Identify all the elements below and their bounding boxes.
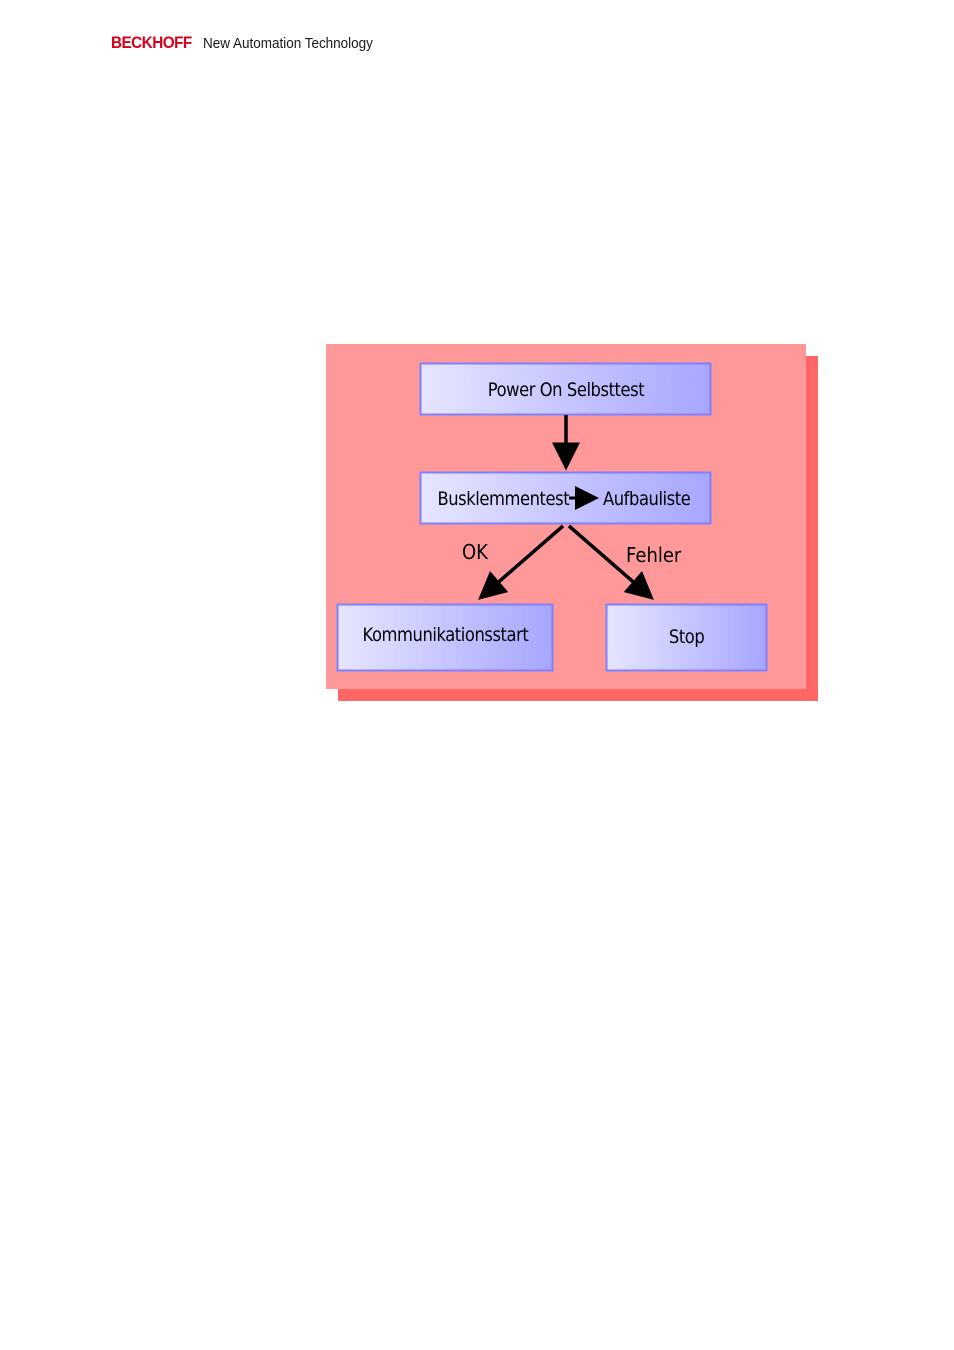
diagram-graphics bbox=[326, 344, 818, 701]
node-busklemmentest: Busklemmentest bbox=[421, 473, 569, 524]
node-busklemmentest-box bbox=[419, 471, 712, 525]
node-power-on-selbsttest: Power On Selbsttest bbox=[421, 364, 711, 415]
header-tagline: New Automation Technology bbox=[202, 36, 373, 52]
node-aufbauliste: Aufbauliste bbox=[603, 473, 711, 524]
node-kommunikationsstart-label: Kommunikationsstart bbox=[362, 624, 529, 646]
node-power-on-selbsttest-box bbox=[419, 362, 712, 416]
edge-label-fehler-text: Fehler bbox=[626, 543, 682, 567]
beckhoff-logo: BECKHOFF bbox=[111, 33, 192, 52]
node-stop: Stop bbox=[607, 605, 767, 669]
node-kommunikationsstart-box bbox=[336, 603, 554, 672]
node-busklemmentest-label: Busklemmentest bbox=[437, 487, 569, 510]
arrow-fehler bbox=[567, 524, 654, 600]
edge-label-fehler: Fehler bbox=[626, 543, 687, 567]
startup-flow-diagram: Power On Selbsttest Busklemmentest Aufba… bbox=[326, 343, 820, 703]
node-kommunikationsstart: Kommunikationsstart bbox=[338, 605, 553, 665]
node-stop-label: Stop bbox=[669, 626, 705, 648]
page-header: BECKHOFF New Automation Technology bbox=[111, 33, 385, 55]
edge-label-ok-text: OK bbox=[462, 540, 488, 564]
arrow-ok bbox=[478, 524, 565, 600]
edge-label-ok: OK bbox=[462, 540, 491, 564]
node-power-on-selbsttest-label: Power On Selbsttest bbox=[487, 378, 645, 401]
node-aufbauliste-label: Aufbauliste bbox=[603, 487, 691, 510]
node-stop-box bbox=[605, 603, 768, 672]
